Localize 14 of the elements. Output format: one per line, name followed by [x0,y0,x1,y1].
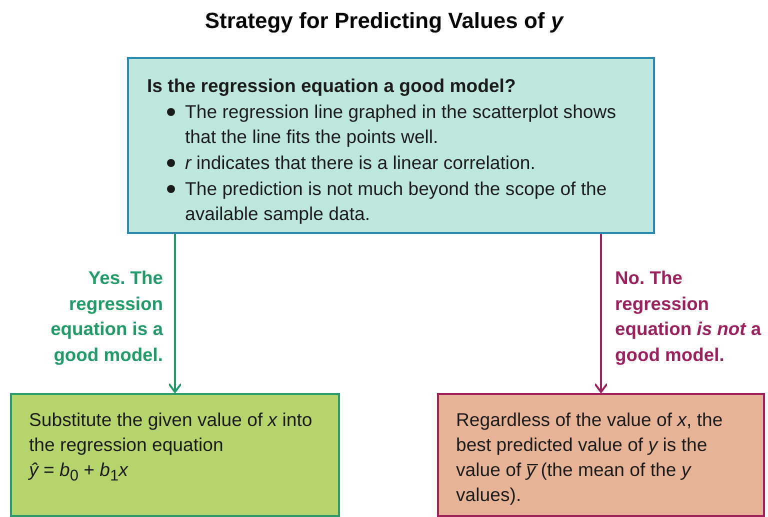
equation-text: ŷ = b$_{0}$ + b$_{1}$x [29,458,130,487]
process-box [10,393,340,517]
arrow [168,234,182,393]
decision-box [127,57,655,234]
body-text: Regardless of the value of x, the best predicted value of y is the value of y̅ (the mean of the y values). [456,408,724,507]
arrow [594,234,608,393]
question-heading: Is the regression equation a good model? [147,74,517,98]
diagram-title: Strategy for Predicting Values of y [204,8,565,34]
bullet-text: The prediction is not much beyond the scope of the available sample data. [147,176,637,226]
edge-label: Yes. The regression equation is a good model. [50,266,163,367]
edge-label: No. The regression equation is not a good model. [615,266,762,367]
bullet-text: The regression line graphed in the scatterplot shows that the line fits the points well. [147,99,637,149]
process-box [437,393,765,517]
bullet-text: r indicates that there is a linear correlation. [147,150,637,175]
